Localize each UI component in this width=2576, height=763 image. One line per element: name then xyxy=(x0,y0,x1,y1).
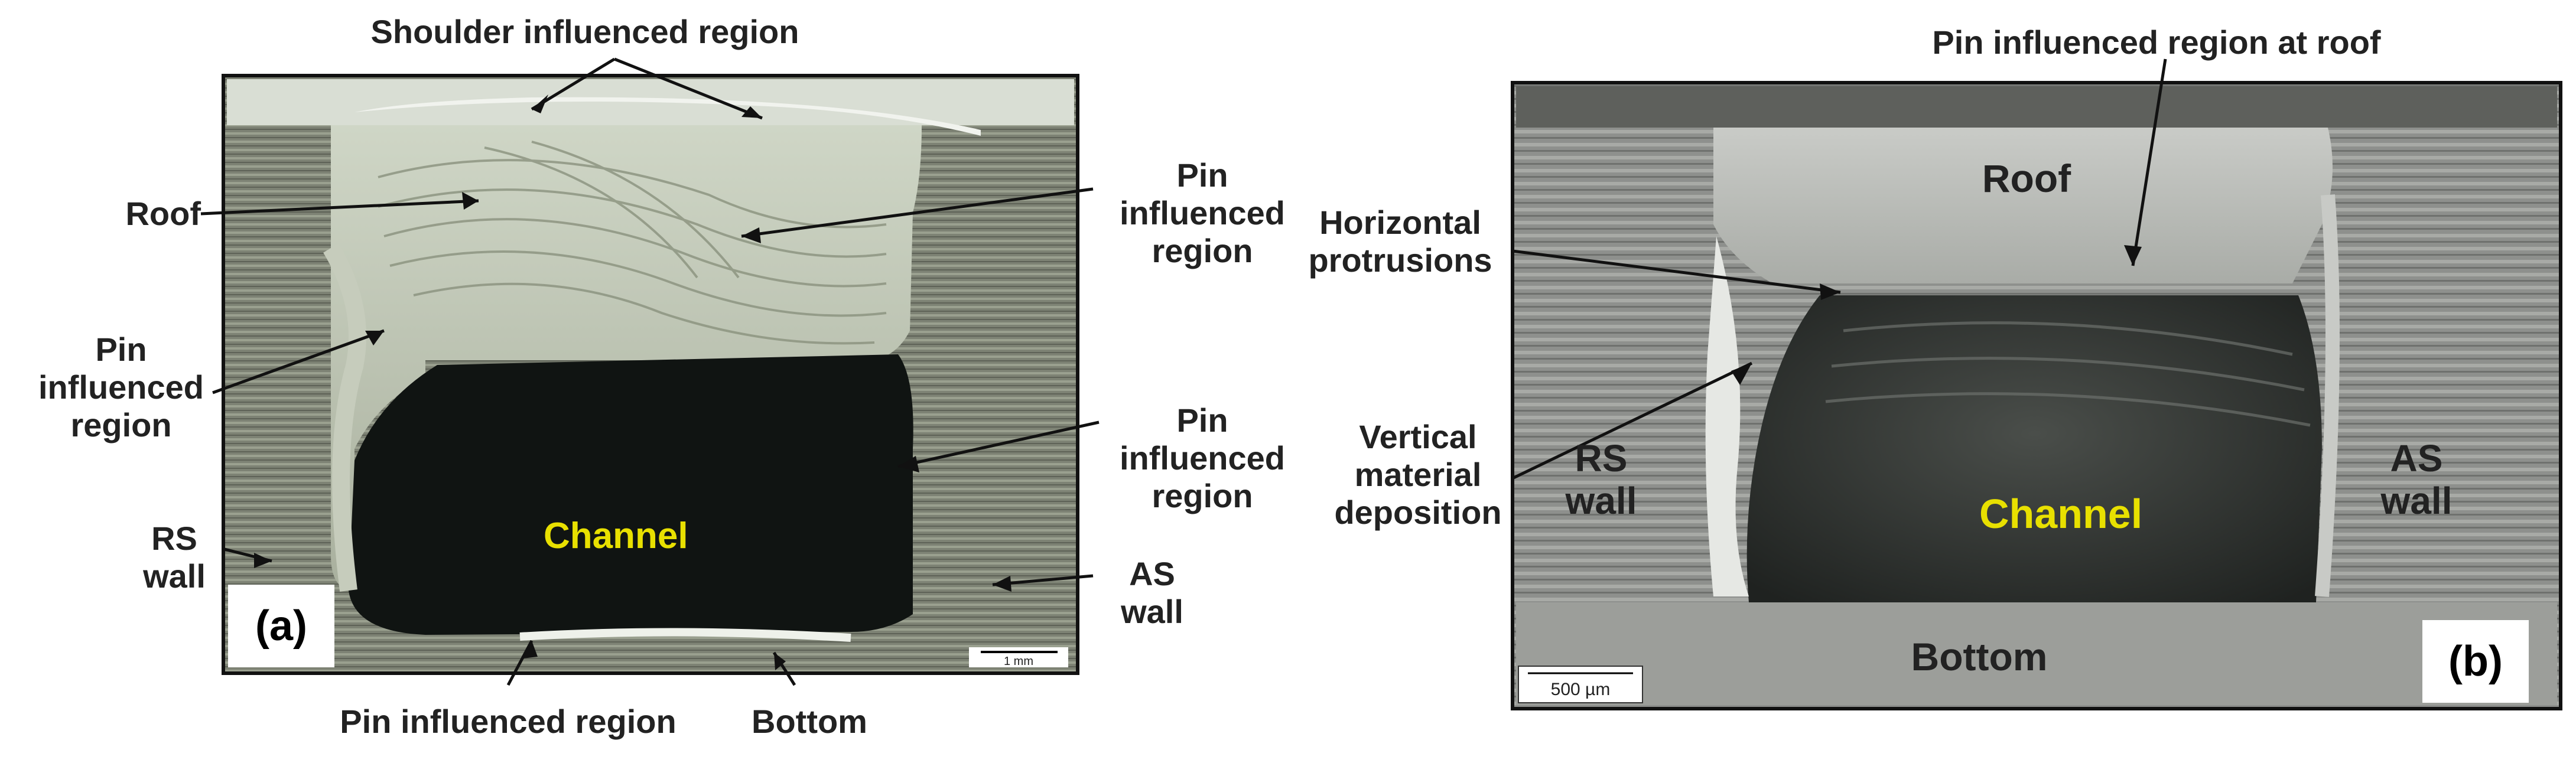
label-bottom-a: Bottom xyxy=(752,703,867,740)
label-pin-region-left: Pin influenced region xyxy=(38,331,204,444)
scale-bar-a: 1 mm xyxy=(1004,654,1033,668)
label-bottom-b: Bottom xyxy=(1911,635,2048,679)
label-horizontal-protrusions: Horizontal protrusions xyxy=(1308,204,1492,279)
panel-tag-b: (b) xyxy=(2422,620,2529,703)
label-vertical-deposition: Vertical material deposition xyxy=(1334,418,1502,531)
panel-tag-a: (a) xyxy=(228,585,334,667)
label-as-wall-b: AS wall xyxy=(2380,437,2453,522)
label-pin-region-bottom: Pin influenced region xyxy=(340,703,676,740)
label-shoulder-region: Shoulder influenced region xyxy=(370,13,799,50)
label-roof-b: Roof xyxy=(1982,156,2071,200)
panel-a-image xyxy=(222,74,1079,675)
label-rs-wall-a: RS wall xyxy=(143,520,206,595)
label-pin-region-roof: Pin influenced region at roof xyxy=(1932,24,2381,61)
scale-bar-b: 500 µm xyxy=(1550,680,1611,699)
label-pin-region-right-mid: Pin influenced region xyxy=(1119,402,1286,514)
channel-label-b: Channel xyxy=(1979,491,2143,537)
channel-label-a: Channel xyxy=(544,516,688,556)
label-pin-region-right-top: Pin influenced region xyxy=(1119,156,1286,269)
label-rs-wall-b: RS wall xyxy=(1565,437,1637,522)
label-as-wall-a: AS wall xyxy=(1121,555,1183,630)
label-roof-a: Roof xyxy=(125,195,201,232)
